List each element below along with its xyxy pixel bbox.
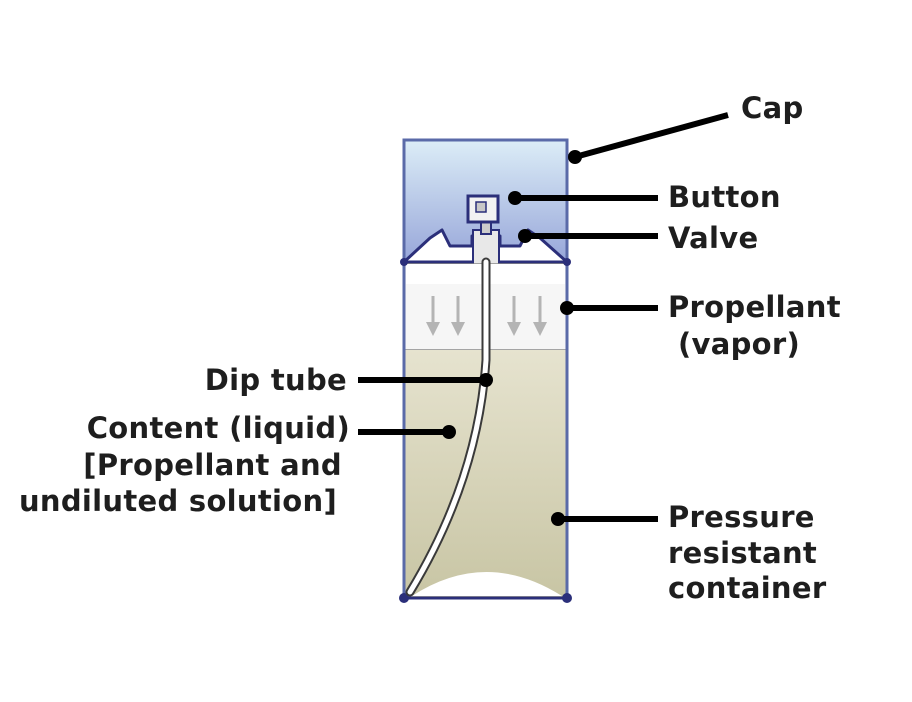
label-propellant-vapor-line1: Propellant bbox=[668, 290, 841, 324]
label-button: Button bbox=[668, 180, 781, 214]
label-dip-tube: Dip tube bbox=[204, 363, 347, 397]
label-propellant-vapor-line2: (vapor) bbox=[678, 327, 801, 361]
label-cap: Cap bbox=[741, 91, 804, 125]
leader-lines bbox=[358, 112, 729, 526]
label-content-line3: undiluted solution] bbox=[18, 484, 337, 518]
label-container-line1: Pressure bbox=[668, 500, 815, 534]
label-container-line3: container bbox=[668, 571, 827, 605]
label-content-line2: [Propellant and bbox=[83, 448, 342, 482]
label-content-line1: Content (liquid) bbox=[86, 411, 350, 445]
vapor-arrows bbox=[426, 296, 547, 336]
valve-housing bbox=[472, 229, 500, 267]
bottom-dome bbox=[412, 572, 562, 596]
label-container-line2: resistant bbox=[668, 536, 818, 570]
label-valve: Valve bbox=[668, 221, 759, 255]
